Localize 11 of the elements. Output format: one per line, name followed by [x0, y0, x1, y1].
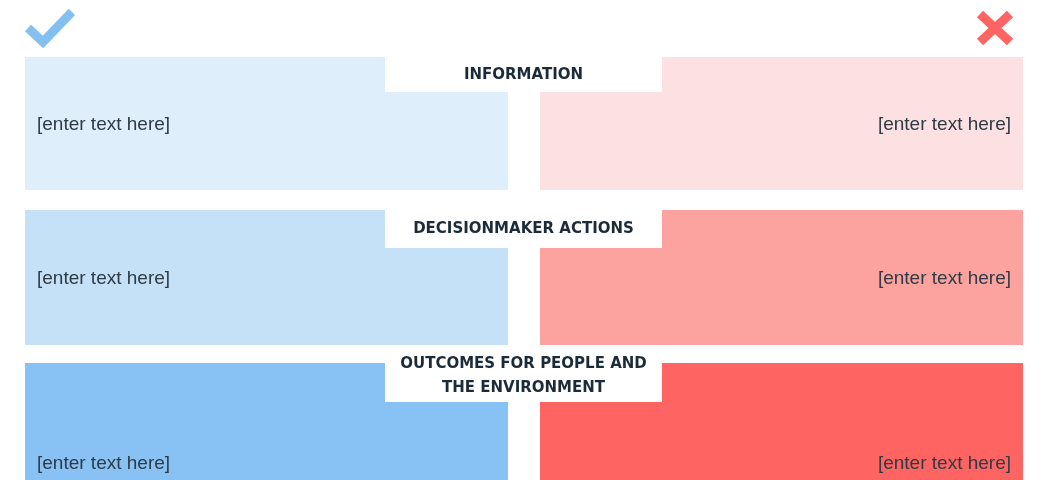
heading-box	[385, 57, 662, 92]
placeholder-text: [enter text here]	[877, 112, 1011, 135]
section-heading: DECISIONMAKER ACTIONS	[413, 218, 634, 240]
section-heading: OUTCOMES FOR PEOPLE AND THE ENVIRONMENT	[399, 353, 648, 398]
heading-box	[385, 210, 662, 248]
section-heading: INFORMATION	[463, 63, 584, 85]
placeholder-text: [enter text here]	[37, 451, 171, 474]
placeholder-text: [enter text here]	[877, 266, 1011, 289]
placeholder-text: [enter text here]	[37, 266, 171, 289]
placeholder-text: [enter text here]	[37, 112, 171, 135]
placeholder-text: [enter text here]	[877, 451, 1011, 474]
